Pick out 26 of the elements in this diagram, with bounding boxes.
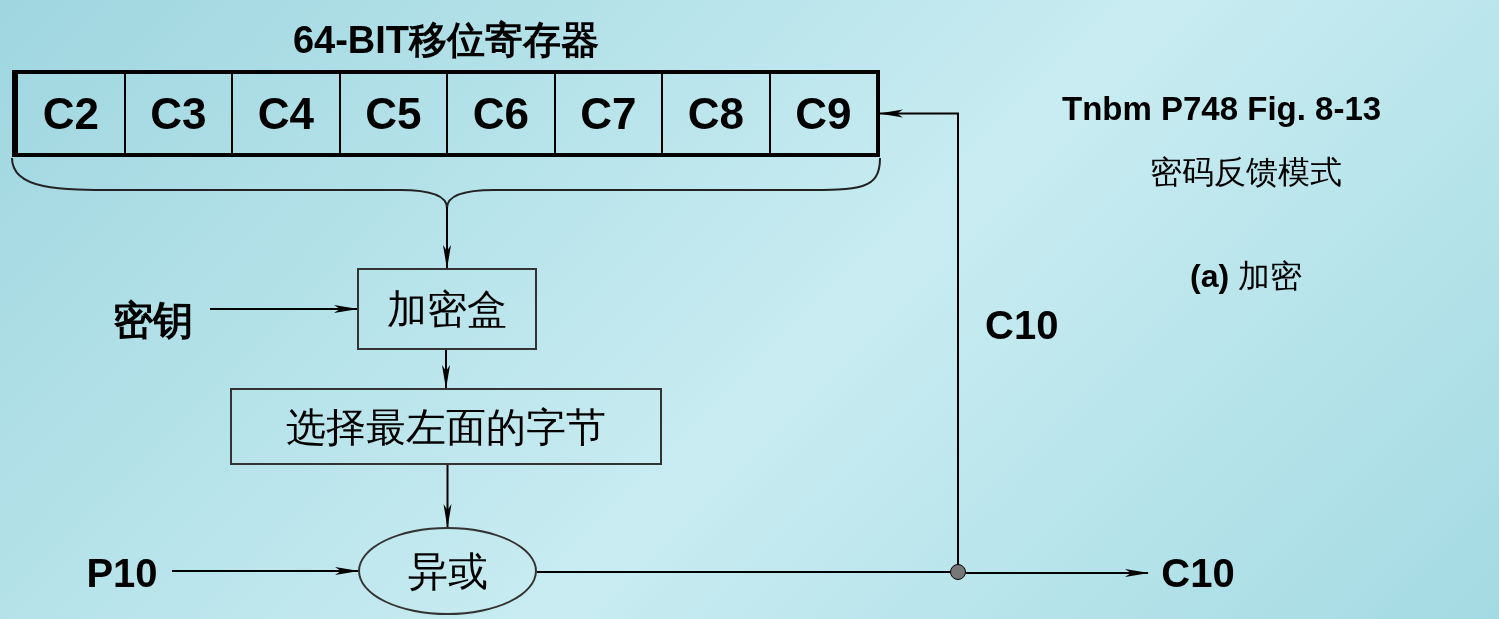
caption-text: (a) 加密 — [1190, 257, 1302, 296]
arrow — [443, 464, 452, 528]
caption-text: Tnbm P748 Fig. 8-13 — [1062, 89, 1382, 129]
input-label: P10 — [72, 545, 172, 601]
register-cell: C3 — [123, 74, 231, 153]
arrow — [879, 109, 959, 565]
caption-text: 密码反馈模式 — [1150, 152, 1342, 193]
xor-ellipse: 异或 — [358, 527, 537, 615]
input-label: C10 — [1148, 545, 1248, 601]
register-title: 64-BIT移位寄存器 — [291, 18, 601, 63]
input-label: 密钥 — [95, 292, 210, 348]
register-cell: C8 — [661, 74, 769, 153]
register-cell: C5 — [338, 74, 446, 153]
register-cell: C4 — [231, 74, 339, 153]
register-cell: C6 — [446, 74, 554, 153]
arrow — [443, 206, 451, 269]
edge-label: C10 — [985, 302, 1059, 349]
register-cell: C9 — [768, 74, 876, 153]
arrow — [442, 349, 450, 389]
arrow — [209, 305, 358, 313]
register-cell: C2 — [16, 74, 124, 153]
process-box: 加密盒 — [357, 268, 537, 350]
arrow — [171, 567, 359, 575]
arrow — [965, 569, 1149, 577]
process-box: 选择最左面的字节 — [230, 388, 662, 465]
register-cell: C7 — [553, 74, 661, 153]
